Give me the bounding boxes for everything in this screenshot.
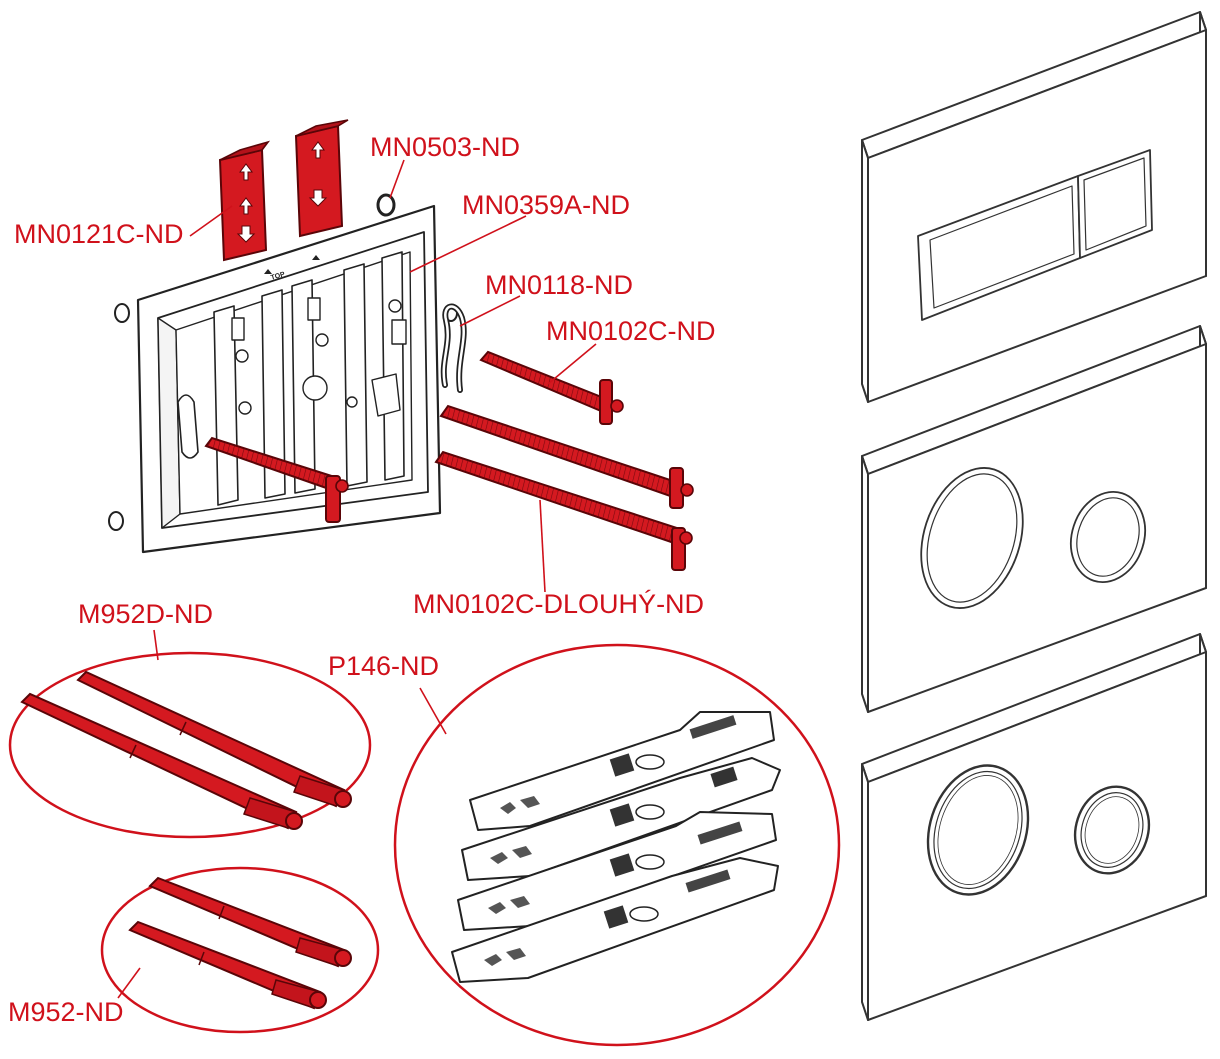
p146-callout-ellipse bbox=[393, 643, 841, 1047]
mn0102c-rod bbox=[479, 350, 624, 425]
flush-plate-round bbox=[861, 325, 1207, 713]
label-p146: P146-ND bbox=[328, 651, 439, 681]
leader-lines bbox=[117, 159, 597, 999]
flush-plate-rectangular bbox=[861, 11, 1207, 403]
label-mn0503: MN0503-ND bbox=[370, 132, 520, 162]
p146-template-3 bbox=[457, 811, 777, 931]
svg-text:TOP: TOP bbox=[270, 271, 286, 282]
m952d-rods bbox=[20, 670, 352, 830]
mn0102c-long-rod-upper bbox=[439, 404, 694, 509]
label-mn0121c: MN0121C-ND bbox=[14, 219, 184, 249]
mn0503-ring bbox=[376, 193, 396, 217]
frame-actuator-rod bbox=[204, 436, 349, 523]
label-mn0102c: MN0102C-ND bbox=[546, 316, 716, 346]
m952d-callout-ellipse bbox=[8, 651, 372, 839]
mounting-frame bbox=[108, 204, 458, 554]
mn0102c-long-rod-lower bbox=[434, 450, 693, 571]
p146-template-1 bbox=[469, 711, 775, 831]
mn0121c-clip-right bbox=[294, 119, 349, 238]
m952-callout-ellipse bbox=[100, 866, 380, 1034]
part-labels: MN0503-ND MN0121C-ND MN0359A-ND MN0118-N… bbox=[8, 132, 716, 1027]
label-mn0102c-long: MN0102C-DLOUHÝ-ND bbox=[413, 589, 704, 619]
top-marking: TOP bbox=[264, 255, 320, 282]
label-m952: M952-ND bbox=[8, 997, 124, 1027]
m952-rods bbox=[128, 876, 352, 1010]
flush-plate-round-chrome bbox=[861, 633, 1207, 1021]
label-m952d: M952D-ND bbox=[78, 599, 213, 629]
p146-template-2 bbox=[461, 757, 781, 881]
mn0121c-clip-left bbox=[218, 140, 271, 262]
label-mn0118: MN0118-ND bbox=[485, 270, 633, 300]
label-mn0359a: MN0359A-ND bbox=[462, 190, 630, 220]
p146-template-4 bbox=[451, 857, 779, 983]
p146-templates bbox=[451, 711, 781, 983]
